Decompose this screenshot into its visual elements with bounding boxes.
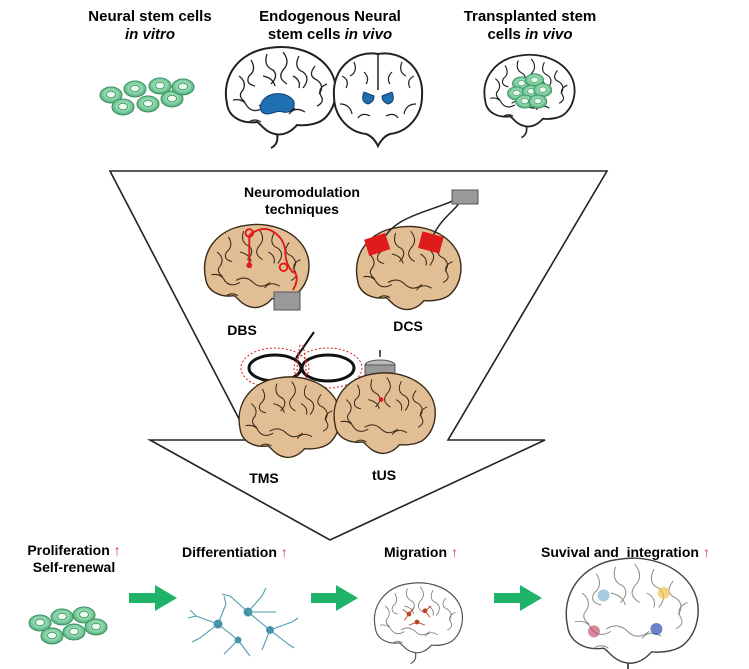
dbs-brain [203, 223, 310, 309]
source-transplanted-line2b: in vivo [525, 26, 573, 43]
stage-integration: Suvival and integration ↑ [541, 544, 710, 561]
label-dcs: DCS [393, 318, 423, 334]
stage-proliferation: Proliferation ↑ Self-renewal [4, 542, 144, 576]
endogenous-brain-sagittal [224, 46, 337, 149]
source-in-vitro-line1: Neural stem cells [88, 8, 212, 25]
green-arrow-3 [494, 585, 542, 611]
up-arrow-differentiation: ↑ [280, 544, 288, 560]
neuromodulation-title-line1: Neuromodulation [244, 184, 360, 200]
source-in-vitro-label: Neural stem cells in vitro [70, 8, 230, 44]
tus-brain [333, 372, 436, 455]
source-transplanted-line1: Transplanted stem [463, 8, 597, 25]
source-endogenous-line2a: stem cells [267, 26, 345, 43]
neuromodulation-title-line2: techniques [265, 201, 339, 217]
label-tus: tUS [371, 467, 397, 483]
green-arrow-2 [311, 585, 358, 611]
dcs-electrode-left [364, 232, 391, 256]
label-tms: TMS [249, 470, 279, 486]
tms-brain [238, 376, 341, 459]
transplanted-brain [483, 53, 576, 139]
source-transplanted-label: Transplanted stem cells in vivo [450, 8, 610, 44]
up-arrow-migration: ↑ [450, 544, 458, 560]
source-in-vitro-line2: in vitro [124, 26, 175, 43]
stage-differentiation-label: Differentiation [182, 544, 277, 560]
up-arrow-integration: ↑ [702, 544, 710, 560]
stage-self-renewal-label: Self-renewal [32, 559, 116, 575]
stage-differentiation: Differentiation ↑ [182, 544, 288, 561]
endogenous-brain-coronal [332, 52, 424, 149]
tms-coil [240, 331, 363, 401]
in-vitro-cell-cluster [99, 77, 195, 116]
source-endogenous-line1: Endogenous Neural [259, 8, 401, 25]
differentiated-neurons [187, 587, 299, 657]
migration-brain [373, 582, 464, 665]
stage-integration-label: Suvival and integration [541, 544, 699, 560]
dbs-stimulator [273, 291, 301, 311]
stage-proliferation-label: Proliferation [27, 542, 110, 558]
up-arrow-proliferation: ↑ [113, 542, 121, 558]
green-arrow-1 [129, 585, 177, 611]
source-transplanted-line2a: cells [487, 26, 525, 43]
label-dbs: DBS [227, 322, 257, 338]
funnel-arrow [108, 170, 609, 541]
integration-brain [565, 557, 699, 669]
stage-migration: Migration ↑ [384, 544, 458, 561]
dcs-electrode-right [418, 231, 444, 254]
dcs-stimulator [451, 189, 479, 205]
proliferation-cells [28, 606, 108, 645]
source-endogenous-label: Endogenous Neural stem cells in vivo [240, 8, 420, 44]
source-endogenous-line2b: in vivo [344, 26, 393, 43]
stage-migration-label: Migration [384, 544, 447, 560]
neuromodulation-title: Neuromodulation techniques [232, 184, 372, 218]
